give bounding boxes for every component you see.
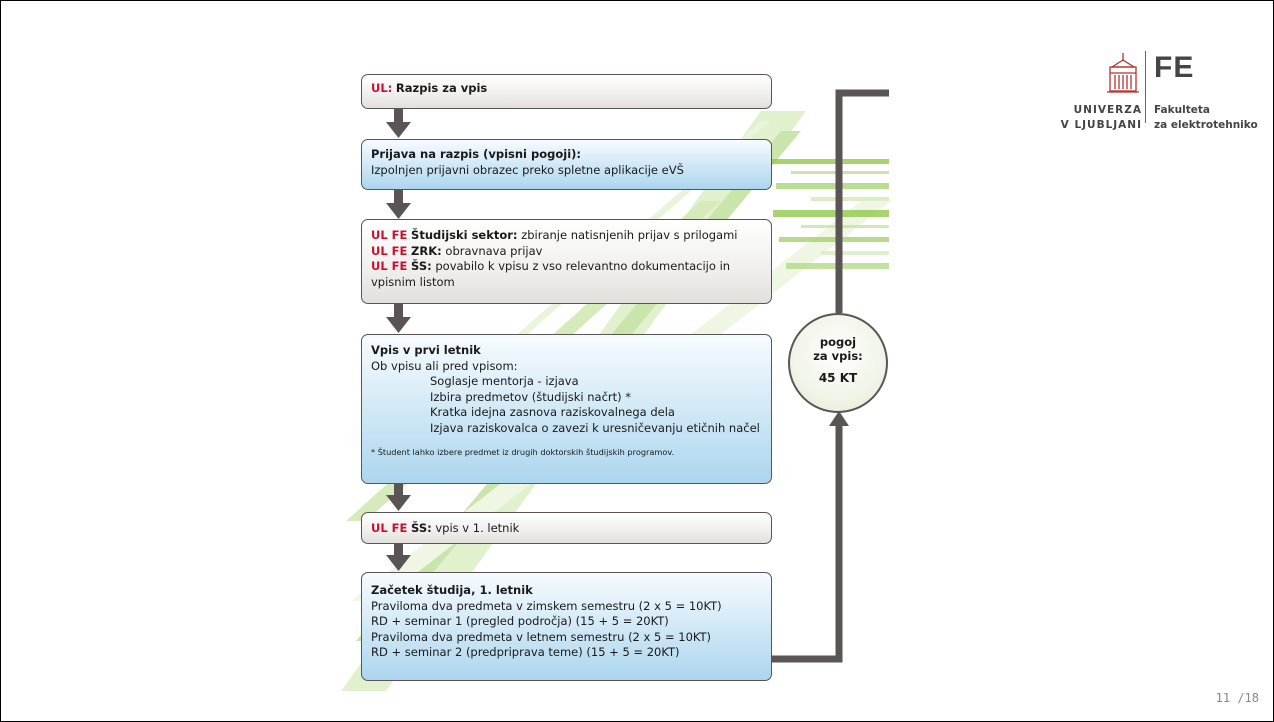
office-label: ŠS: xyxy=(411,521,432,535)
logo-university: UNIVERZA V LJUBLJANI xyxy=(1061,103,1142,133)
logo-univ-line: V LJUBLJANI xyxy=(1060,119,1142,131)
stripe xyxy=(776,183,889,189)
step-title: Prijava na razpis (vpisni pogoji): xyxy=(371,147,582,161)
down-arrow xyxy=(386,190,411,219)
step-processing: UL FE Študijski sektor: zbiranje natisnj… xyxy=(361,219,772,304)
logo-fak-line: za elektrotehniko xyxy=(1154,119,1258,131)
office-label: ŠS: xyxy=(411,259,432,273)
ul-fe-prefix: UL FE xyxy=(371,228,408,242)
logo-fak-line: Fakulteta xyxy=(1154,104,1210,116)
step-text: RD + seminar 1 (pregled področja) (15 + … xyxy=(371,614,669,628)
down-arrow xyxy=(386,109,411,138)
step-text: Praviloma dva predmeta v zimskem semestr… xyxy=(371,598,722,613)
logo-faculty: Fakulteta za elektrotehniko xyxy=(1154,103,1258,133)
step-first-year-enrollment: Vpis v prvi letnik Ob vpisu ali pred vpi… xyxy=(361,334,772,484)
list-item: Izjava raziskovalca o zavezi k uresničev… xyxy=(430,420,760,435)
office-label: ZRK: xyxy=(411,243,442,258)
ul-fe-prefix: UL FE xyxy=(371,259,408,273)
footnote: * Študent lahko izbere predmet iz drugih… xyxy=(371,447,675,457)
list-item: Soglasje mentorja - izjava xyxy=(430,374,579,388)
condition-line1: pogoj xyxy=(819,335,857,349)
step-title: Začetek študija, 1. letnik xyxy=(371,583,533,597)
stripe xyxy=(801,225,889,228)
list-item: Kratka idejna zasnova raziskovalnega del… xyxy=(430,405,675,419)
step-text: vpis v 1. letnik xyxy=(435,521,520,535)
ul-prefix: UL: xyxy=(371,81,393,95)
university-building-icon xyxy=(1107,53,1139,93)
down-arrow xyxy=(386,544,411,571)
step-text: Izpolnjen prijavni obrazec preko spletne… xyxy=(371,162,684,177)
step-text: zbiranje natisnjenih prijav s prilogami xyxy=(521,228,738,242)
step-title: Razpis za vpis xyxy=(395,81,488,95)
page-number: 11 /18 xyxy=(1215,691,1259,705)
step-text: povabilo k vpisu z vso relevantno dokume… xyxy=(435,259,731,273)
down-arrow xyxy=(386,304,411,333)
step-text: vpisnim listom xyxy=(371,274,455,289)
ul-fe-prefix: UL FE xyxy=(371,521,408,535)
condition-value: 45 KT xyxy=(818,371,858,385)
condition-circle: pogoj za vpis: 45 KT xyxy=(788,313,888,413)
logo-univ-line: UNIVERZA xyxy=(1073,104,1142,116)
stripe xyxy=(811,197,889,201)
ul-fe-prefix: UL FE xyxy=(371,243,408,258)
logo-divider xyxy=(1145,51,1146,123)
logo-fe: FE xyxy=(1154,51,1195,84)
stripe xyxy=(779,237,889,242)
list-item: Izbira predmetov (študijski načrt) * xyxy=(430,389,632,404)
stripe xyxy=(771,159,889,164)
faculty-logo: FE UNIVERZA V LJUBLJANI Fakulteta za ele… xyxy=(1014,47,1258,143)
step-title: Vpis v prvi letnik xyxy=(371,343,481,357)
stripe xyxy=(773,210,889,217)
step-text: Praviloma dva predmeta v letnem semestru… xyxy=(371,629,712,644)
step-call-for-enrollment: UL: Razpis za vpis xyxy=(361,74,772,109)
step-text: RD + seminar 2 (predpriprava teme) (15 +… xyxy=(371,645,680,659)
condition-line2: za vpis: xyxy=(813,349,863,363)
step-study-start: Začetek študija, 1. letnik Praviloma dva… xyxy=(361,572,772,681)
step-text: obravnava prijav xyxy=(445,243,543,258)
connector-to-next-year xyxy=(772,89,889,663)
step-enroll-first-year: UL FE ŠS: vpis v 1. letnik xyxy=(361,512,772,544)
down-arrow xyxy=(386,484,411,511)
step-application: Prijava na razpis (vpisni pogoji): Izpol… xyxy=(361,139,772,190)
office-label: Študijski sektor: xyxy=(411,228,518,242)
stripe xyxy=(821,251,889,255)
step-intro: Ob vpisu ali pred vpisom: xyxy=(371,358,518,373)
